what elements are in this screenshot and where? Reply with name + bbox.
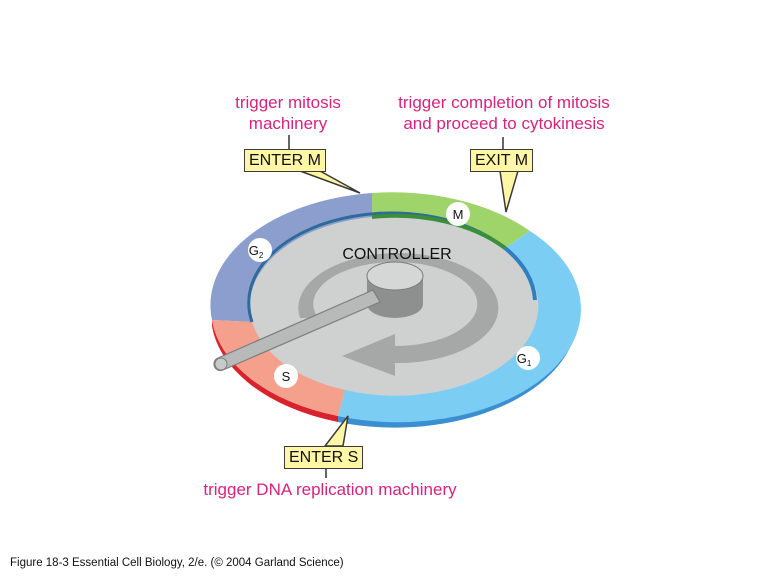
phase-g2-label: G2 — [249, 243, 264, 260]
enter-m-description-line1: trigger mitosis — [235, 93, 341, 112]
ring-inner-edge-g1 — [503, 246, 537, 301]
enter-m-description-line2: machinery — [248, 114, 328, 133]
ring-side-g1 — [338, 310, 578, 428]
exit-m-tag: EXIT M — [470, 149, 534, 172]
controller-hand-tip — [214, 357, 228, 371]
controller-hub-top — [366, 261, 424, 291]
phase-s-circle — [274, 364, 298, 388]
phase-g1-circle — [516, 346, 540, 370]
enter-s-tag: ENTER S — [284, 446, 364, 469]
exit-m-pointer — [499, 170, 520, 213]
enter-m-description: trigger mitosis machinery — [218, 92, 358, 134]
figure-caption: Figure 18-3 Essential Cell Biology, 2/e.… — [10, 557, 344, 569]
enter-m-tag: ENTER M — [244, 149, 326, 172]
phase-m-circle — [446, 202, 470, 226]
phase-m-label: M — [453, 207, 464, 222]
phase-g2-circle — [248, 238, 272, 262]
enter-m-pointer — [299, 170, 361, 194]
controller-label: CONTROLLER — [342, 246, 451, 263]
cycle-arrow — [298, 253, 499, 376]
phase-g1-label: G1 — [517, 351, 532, 368]
phase-s-label: S — [282, 369, 291, 384]
exit-m-description: trigger completion of mitosis and procee… — [378, 92, 630, 134]
ring-inner-edge-m — [371, 213, 507, 250]
exit-m-description-line1: trigger completion of mitosis — [398, 93, 610, 112]
ring-segment-g1 — [338, 231, 581, 423]
exit-m-description-line2: and proceed to cytokinesis — [403, 114, 605, 133]
ring-side-s — [212, 320, 338, 422]
enter-s-description: trigger DNA replication machinery — [203, 480, 457, 499]
